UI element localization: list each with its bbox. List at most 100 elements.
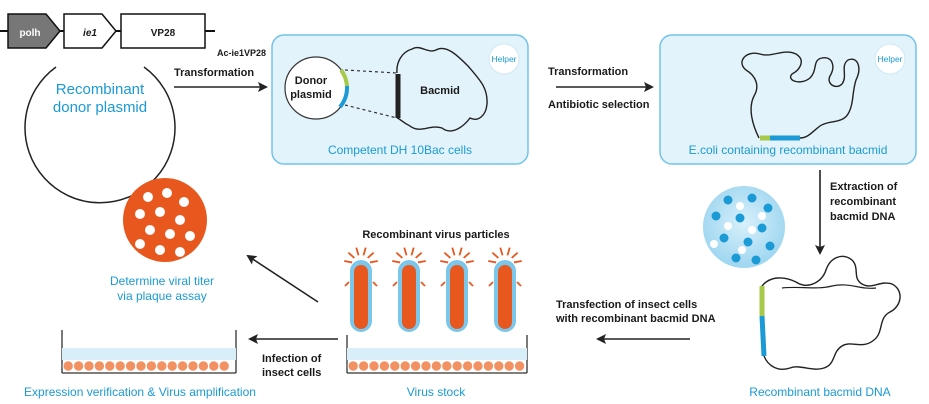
- ecoli-panel: Helper E.coli containing recombinant bac…: [659, 34, 917, 165]
- insect-cell: [83, 360, 95, 372]
- virus-particle: [488, 247, 522, 332]
- extraction-line2: recombinant: [830, 196, 896, 208]
- virus-spike: [443, 251, 451, 259]
- recombinant-bacmid-outline: [741, 51, 860, 139]
- virus-spike: [420, 281, 426, 287]
- insect-cell: [378, 360, 391, 372]
- virus-spike: [491, 251, 499, 259]
- donor-plasmid-small-circle: [284, 56, 348, 120]
- plaque-caption-line1: Determine viral titer: [110, 274, 214, 288]
- white-dots: [710, 202, 766, 254]
- virus-spike: [392, 260, 401, 264]
- virus-spike: [417, 260, 426, 264]
- helper-label-2: Helper: [877, 54, 902, 64]
- bacmid-dna-outline: [761, 255, 901, 370]
- transfection-line2: with recombinant bacmid DNA: [555, 313, 716, 325]
- bacmid-dna-loop: [781, 284, 877, 289]
- virus-spike: [511, 251, 519, 259]
- insect-cell: [420, 360, 432, 372]
- insect-cell: [451, 360, 463, 372]
- polh-label: polh: [19, 28, 40, 39]
- donor-plasmid-line1: Recombinant: [56, 81, 145, 98]
- gene-cassette: polh ie1 VP28 Ac-ie1VP28: [0, 13, 266, 58]
- construct-label: Ac-ie1VP28: [217, 48, 266, 58]
- insect-cell: [399, 360, 411, 372]
- virus-capsid: [354, 265, 368, 329]
- recombinant-bacmid-dna: Recombinant bacmid DNA: [749, 255, 901, 399]
- step-transfection: Transfection of insect cells with recomb…: [555, 299, 716, 344]
- expression-caption: Expression verification & Virus amplific…: [24, 385, 256, 399]
- infection-line1: Infection of: [262, 353, 322, 365]
- donor-label-line1: Donor: [295, 75, 328, 87]
- extraction-dish: [703, 186, 785, 268]
- insect-cell: [145, 360, 158, 372]
- insect-cell: [430, 360, 443, 372]
- insect-cell: [218, 360, 230, 372]
- ecoli-box: [659, 34, 917, 165]
- insect-cell: [114, 360, 126, 372]
- virus-spike: [410, 247, 415, 256]
- virus-spike: [415, 251, 423, 259]
- insect-cell: [357, 360, 370, 372]
- virus-spike: [403, 247, 408, 256]
- virus-capsid: [498, 265, 512, 329]
- virus-spike: [395, 251, 403, 259]
- ie1-label: ie1: [83, 28, 97, 39]
- recombination-line-bottom: [344, 104, 398, 119]
- transformation-1-label: Transformation: [174, 67, 254, 79]
- step-transformation-1: Transformation: [174, 67, 268, 92]
- transfection-line1: Transfection of insect cells: [556, 299, 697, 311]
- ecoli-caption: E.coli containing recombinant bacmid: [689, 143, 888, 157]
- expression-dish: Expression verification & Virus amplific…: [24, 330, 256, 399]
- bacmid-dna-blue: [759, 315, 767, 357]
- virus-spike: [516, 281, 522, 287]
- infection-line2: insect cells: [262, 367, 321, 379]
- donor-insert-green: [339, 68, 349, 87]
- insect-cell: [441, 360, 453, 372]
- insect-cell: [104, 360, 116, 372]
- insect-cell: [513, 360, 526, 372]
- blue-dots: [711, 193, 775, 265]
- virus-spike: [440, 281, 446, 287]
- helper-label-1: Helper: [491, 54, 516, 64]
- polh-promoter-arrow: [7, 13, 61, 49]
- virus-spike: [440, 260, 449, 264]
- competent-cells-panel: Donor plasmid Bacmid Helper Competent DH…: [271, 34, 529, 165]
- virus-stock-caption: Virus stock: [407, 385, 466, 399]
- extraction-line1: Extraction of: [830, 181, 898, 193]
- expression-cell-layer: [62, 360, 230, 372]
- insect-cell: [197, 360, 210, 372]
- vp28-label: VP28: [151, 28, 176, 39]
- insect-cell: [368, 360, 380, 372]
- bacmid-label: Bacmid: [420, 85, 460, 97]
- expression-medium: [62, 348, 236, 360]
- insect-cell: [166, 360, 178, 372]
- insect-cell: [187, 360, 199, 372]
- insect-cell: [493, 360, 505, 372]
- virus-spike: [369, 260, 378, 264]
- insect-cell: [389, 360, 401, 372]
- virus-spike: [362, 247, 367, 256]
- virus-spike: [355, 247, 360, 256]
- donor-plasmid: Recombinant donor plasmid: [24, 66, 176, 204]
- recombinant-bacmid-caption: Recombinant bacmid DNA: [749, 385, 890, 399]
- virus-spike: [367, 251, 375, 259]
- insect-cell: [124, 360, 137, 372]
- virus-particles-group: [344, 247, 522, 332]
- helper-plasmid-1: [488, 43, 520, 75]
- plaque-caption-line2: via plaque assay: [117, 289, 206, 303]
- plaque-assay: Determine viral titer via plaque assay: [110, 178, 214, 303]
- insect-cell: [503, 360, 515, 372]
- virus-spike: [372, 281, 378, 287]
- virus-spike: [463, 251, 471, 259]
- insect-cell: [156, 360, 168, 372]
- virus-spike: [488, 281, 494, 287]
- donor-plasmid-line2: donor plasmid: [53, 99, 147, 116]
- plaques: [135, 188, 195, 257]
- insect-cell: [409, 360, 422, 372]
- virus-spike: [392, 281, 398, 287]
- virus-particle: [392, 247, 426, 332]
- ie1-promoter-arrow: [63, 13, 117, 49]
- transformation-2-line1: Transformation: [548, 66, 628, 78]
- transformation-2-line2: Antibiotic selection: [548, 99, 650, 111]
